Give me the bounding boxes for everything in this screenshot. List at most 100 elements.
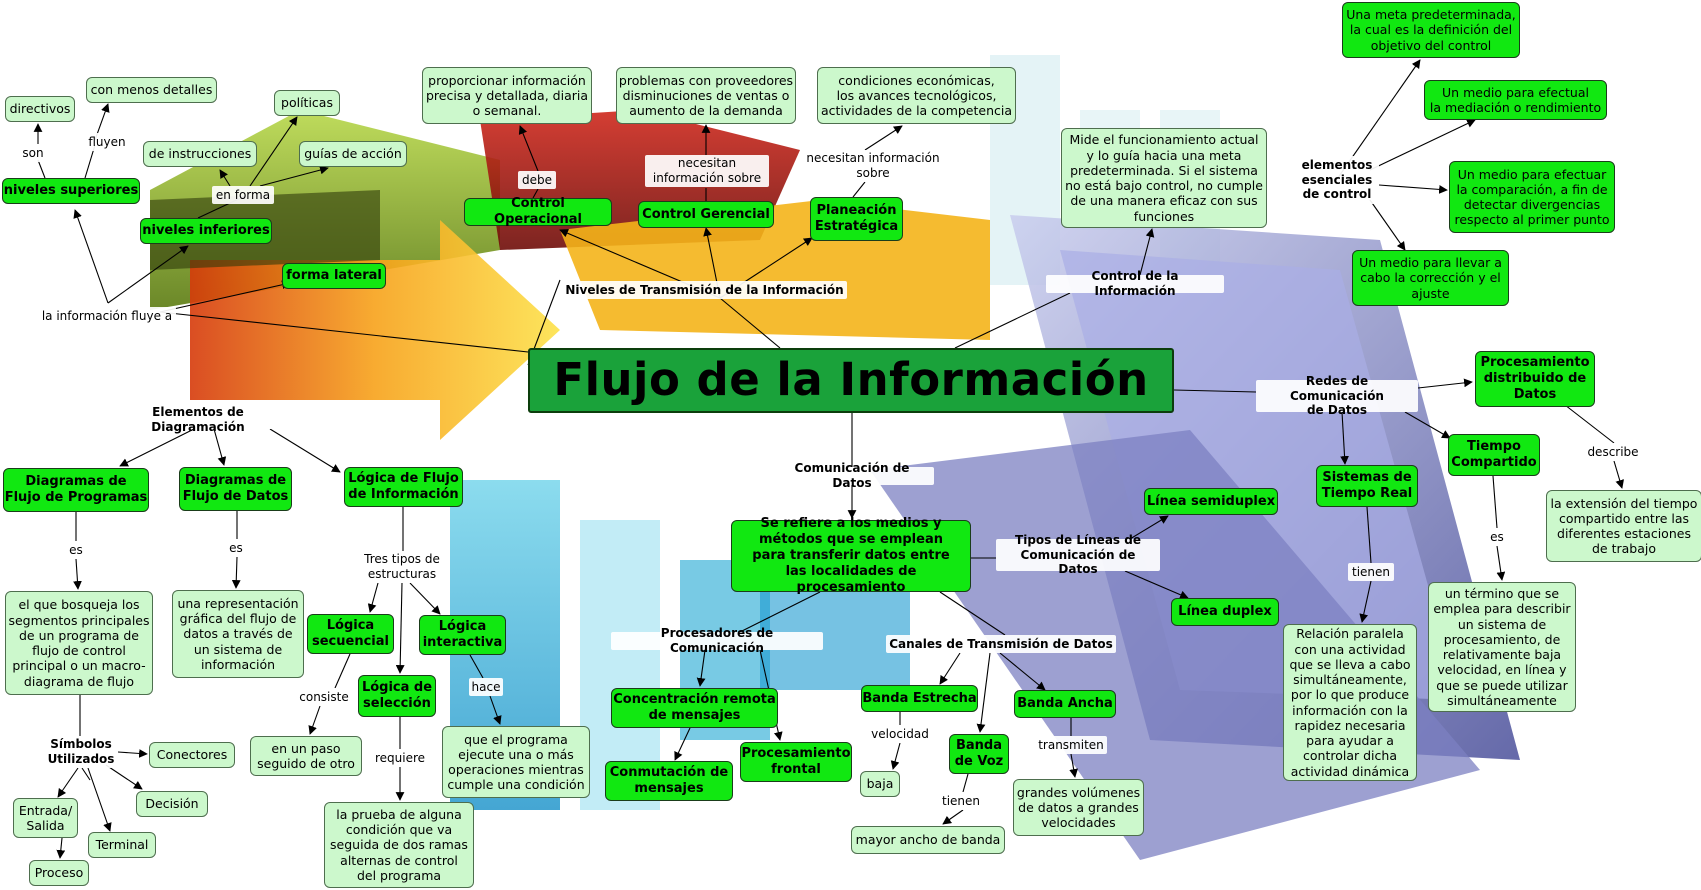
connector-line: [489, 695, 502, 725]
connector-line: [942, 809, 964, 825]
connector-line: [954, 292, 1071, 349]
connector-line: [1378, 184, 1448, 194]
node-entrada-salida: Entrada/ Salida: [13, 798, 78, 838]
connector-line: [159, 280, 291, 313]
label-simbolos: Símbolos Utilizados: [46, 736, 116, 768]
label-informacion-fluye-a: la información fluye a: [38, 307, 176, 325]
connector-line: [107, 245, 189, 304]
node-extension-tiempo: la extensión del tiempo compartido entre…: [1546, 490, 1701, 562]
connector-line: [696, 649, 706, 687]
node-logica-seleccion: Lógica de selección: [358, 675, 436, 717]
label-fluyen: fluyen: [84, 133, 130, 151]
connector-line: [518, 125, 539, 172]
node-grandes-volumenes: grandes volúmenes de datos a grandes vel…: [1013, 779, 1144, 836]
connector-line: [159, 311, 529, 353]
node-un-paso: en un paso seguido de otro: [250, 736, 362, 776]
label-necesitan-info-2: necesitan información sobre: [801, 150, 945, 182]
label-control-informacion: Control de la Información: [1046, 269, 1224, 298]
connector-line: [249, 116, 298, 187]
connector-line: [999, 652, 1046, 691]
label-es-1: es: [64, 541, 88, 559]
node-linea-semiduplex: Línea semiduplex: [1144, 488, 1278, 515]
label-describe: describe: [1584, 443, 1642, 461]
connector-line: [37, 159, 46, 179]
node-tiempo-compartido: Tiempo Compartido: [1448, 434, 1540, 476]
connector-line: [976, 652, 991, 733]
label-tienen-1: tienen: [938, 792, 984, 810]
connector-line: [1173, 389, 1257, 393]
node-con-menos-detalles: con menos detalles: [86, 77, 217, 103]
node-problemas: problemas con proveedores disminuciones …: [616, 67, 796, 124]
connector-line: [1369, 119, 1476, 171]
node-control-gerencial: Control Gerencial: [638, 201, 774, 228]
label-consiste: consiste: [296, 688, 352, 706]
connector-line: [334, 653, 351, 689]
node-banda-ancha: Banda Ancha: [1014, 690, 1116, 718]
node-niveles-superiores: niveles superiores: [2, 178, 140, 204]
node-baja: baja: [860, 771, 900, 797]
node-se-refiere: Se refiere a los medios y métodos que se…: [731, 516, 971, 595]
node-conmutacion: Conmutación de mensajes: [605, 761, 733, 801]
connector-line: [81, 767, 91, 781]
connector-line: [395, 582, 405, 674]
label-en-forma: en forma: [212, 186, 274, 204]
label-velocidad: velocidad: [868, 725, 932, 743]
connector-line: [739, 591, 821, 633]
node-procesamiento-distribuido: Procesamiento distribuido de Datos: [1475, 351, 1595, 407]
node-procesamiento-frontal: Procesamiento frontal: [740, 742, 852, 782]
node-banda-voz: Banda de Voz: [949, 734, 1009, 774]
node-niveles-inferiores: niveles inferiores: [140, 218, 272, 244]
node-proporcionar: proporcionar información precisa y detal…: [422, 67, 592, 124]
connector-line: [1069, 753, 1078, 778]
connector-line: [57, 767, 79, 798]
node-forma-lateral: forma lateral: [282, 263, 386, 289]
label-requiere: requiere: [371, 749, 429, 767]
label-elementos-diagramacion: Elementos de Diagramación: [102, 405, 294, 434]
node-termino: un término que se emplea para describir …: [1428, 582, 1576, 712]
node-conectores: Conectores: [149, 742, 235, 768]
connector-line: [532, 188, 539, 199]
node-proceso: Proceso: [29, 860, 89, 886]
connector-line: [119, 428, 195, 467]
label-necesitan-info-1: necesitan información sobre: [645, 155, 769, 187]
connector-line: [87, 767, 112, 832]
connector-line: [1340, 411, 1349, 465]
label-son: son: [18, 144, 48, 162]
node-planeacion: Planeación Estratégica: [810, 197, 903, 241]
node-condiciones: condiciones económicas, los avances tecn…: [817, 67, 1016, 124]
node-control-operacional: Control Operacional: [464, 196, 612, 227]
connector-line: [962, 773, 969, 793]
connector-line: [105, 764, 143, 790]
node-logica-secuencial: Lógica secuencial: [307, 614, 394, 654]
label-tienen-2: tienen: [1348, 563, 1394, 581]
connector-line: [269, 428, 341, 473]
connector-line: [469, 654, 484, 679]
connector-line: [1404, 411, 1451, 439]
node-banda-estrecha: Banda Estrecha: [861, 685, 978, 712]
node-meta-predeterminada: Una meta predeterminada, la cual es la d…: [1342, 2, 1520, 58]
node-prueba: la prueba de alguna condición que va seg…: [324, 802, 474, 888]
connector-line: [73, 209, 109, 304]
node-mayor-ancho: mayor ancho de banda: [851, 826, 1005, 854]
node-de-instrucciones: de instrucciones: [143, 141, 257, 167]
node-diagramas-programas: Diagramas de Flujo de Programas: [3, 468, 149, 512]
label-redes: Redes de Comunicación de Datos: [1256, 374, 1418, 417]
node-bosqueja: el que bosqueja los segmentos principale…: [5, 591, 153, 695]
node-mide: Mide el funcionamiento actual y lo guía …: [1061, 128, 1267, 228]
connector-line: [719, 297, 781, 349]
node-guias-accion: guías de acción: [299, 141, 407, 167]
connector-line: [1129, 515, 1169, 540]
label-comunicacion-datos: Comunicación de Datos: [770, 461, 934, 490]
connector-line: [674, 727, 691, 761]
label-tres-tipos: Tres tipos de estructuras: [357, 551, 447, 583]
node-decision: Decisión: [136, 791, 208, 817]
node-sistemas-tiempo-real: Sistemas de Tiempo Real: [1316, 465, 1418, 507]
label-hace: hace: [469, 678, 503, 696]
node-relacion-paralela: Relación paralela con una actividad que …: [1283, 624, 1417, 781]
label-debe: debe: [518, 171, 556, 189]
node-logica-flujo: Lógica de Flujo de Información: [344, 467, 463, 507]
connector-line: [1492, 475, 1498, 529]
connector-line: [117, 749, 148, 758]
connector-line: [939, 652, 961, 685]
